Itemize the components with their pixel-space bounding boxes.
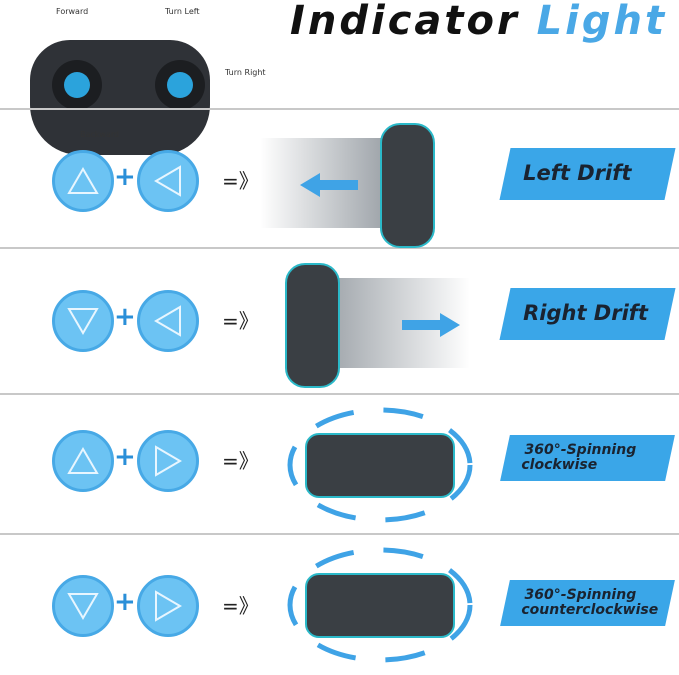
arrow-left-icon (300, 173, 358, 197)
triangle-left-icon (137, 150, 199, 212)
equals-arrow: =》 (222, 449, 259, 473)
label-turn-right: Turn Right (225, 68, 266, 77)
triangle-up-icon (52, 430, 114, 492)
plus-sign: + (114, 302, 136, 332)
equals-arrow: =》 (222, 594, 259, 618)
car-right-drift-image (260, 258, 500, 388)
label-turn-left: Turn Left (165, 7, 200, 16)
triangle-down-icon (52, 575, 114, 637)
plus-sign: + (114, 162, 136, 192)
car-spin-clockwise-image (260, 403, 500, 528)
triangle-left-icon (137, 290, 199, 352)
label-forward: Forward (56, 7, 89, 16)
equals-arrow: =》 (222, 309, 259, 333)
rotate-clockwise-icon (287, 407, 473, 523)
row-right-drift: + =》 Right Drift (0, 250, 679, 390)
controller-image (20, 25, 220, 160)
label-left-drift: Left Drift (499, 148, 676, 200)
rotate-counterclockwise-icon (287, 547, 473, 663)
divider (0, 533, 679, 535)
triangle-up-icon (52, 150, 114, 212)
triangle-down-icon (52, 290, 114, 352)
car-spin-counterclockwise-image (260, 543, 500, 668)
triangle-right-icon (137, 430, 199, 492)
label-backward: Backward (80, 130, 120, 139)
car-left-drift-image (260, 118, 500, 248)
row-left-drift: + =》 Left Drift (0, 110, 679, 250)
triangle-right-icon (137, 575, 199, 637)
arrow-right-icon (402, 313, 460, 337)
divider (0, 247, 679, 249)
equals-arrow: =》 (222, 169, 259, 193)
plus-sign: + (114, 442, 136, 472)
plus-sign: + (114, 587, 136, 617)
page-title: Indicator Light (290, 0, 668, 44)
label-right-drift: Right Drift (499, 288, 676, 340)
divider (0, 108, 679, 110)
divider (0, 393, 679, 395)
